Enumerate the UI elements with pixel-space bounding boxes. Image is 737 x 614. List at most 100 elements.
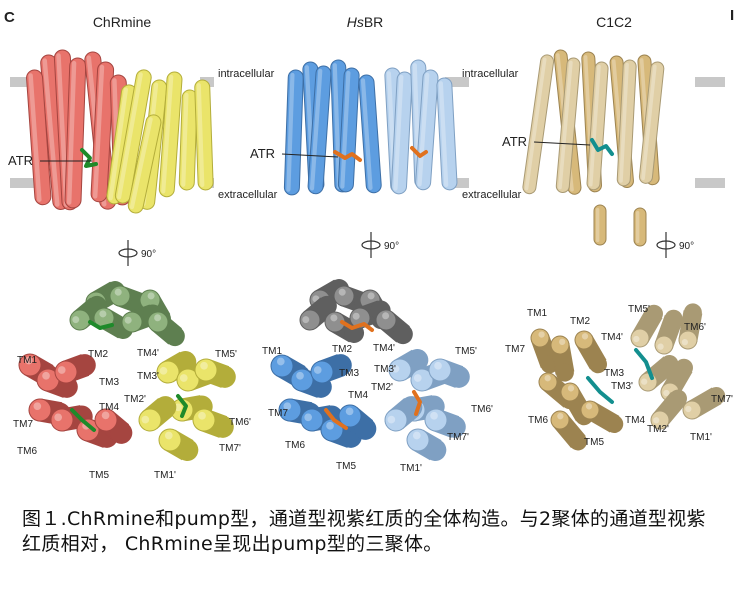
side-helix [436,77,458,191]
tm-label: TM7 [13,419,33,430]
side-helix [194,79,214,191]
side-helix [178,89,198,191]
tm-label: TM5 [584,437,604,448]
tm-label: TM6' [471,404,493,415]
tm-label: TM7 [505,344,525,355]
side-helix [158,71,183,198]
extracellular-label-2: extracellular [462,189,522,201]
tm-label: TM4 [99,402,119,413]
side-helix [522,54,555,195]
intracellular-label-1: intracellular [218,68,275,80]
top-helix [550,335,575,382]
side-helix [586,61,609,191]
atr-label-c1c2: ATR [502,134,527,149]
panel-letter: C [4,9,15,26]
atr-pointer-hsbr [281,153,339,158]
tm-label: TM5' [628,304,650,315]
retinal-stick [80,148,98,168]
retinal-stick [324,408,348,430]
tm-label: TM6 [285,440,305,451]
side-helix [638,61,665,184]
side-helix [391,71,413,195]
tm-label: TM2 [570,316,590,327]
tm-label: TM4' [137,348,159,359]
retinal-stick [586,376,614,404]
side-helix [616,59,637,187]
tm-label: TM5' [455,346,477,357]
tm-label: TM1 [527,308,547,319]
tm-label: TM6' [684,322,706,333]
rotation-marker-chrmine: 90° [118,240,156,266]
retinal-stick [340,320,374,332]
top-helix [194,358,236,388]
side-helix [633,207,647,247]
top-helix [574,330,607,374]
figure-caption: 图１.ChRmine和pump型，通道型视紫红质的全体构造。与2聚体的通道型视紫… [22,508,706,555]
tm-label: TM2 [88,349,108,360]
intracellular-label-2: intracellular [462,68,519,80]
tm-label: TM3 [339,368,359,379]
top-helix [580,400,624,433]
atr-label-chrmine: ATR [8,153,33,168]
atr-pointer-c1c2 [533,141,591,146]
side-helix [593,204,607,246]
extracellular-membrane-bar [695,178,725,188]
extracellular-membrane-bar [10,178,36,188]
side-helix [127,114,162,214]
retinal-stick [333,150,362,162]
top-helix [530,328,559,374]
tm-label: TM2' [371,382,393,393]
title-c1c2: C1C2 [596,14,632,30]
top-helix [94,408,133,444]
tm-label: TM1 [262,346,282,357]
rotation-label-hsbr: 90° [384,241,399,252]
intracellular-membrane-bar [10,77,36,87]
tm-labels-hsbr: TM1 TM2 TM3 TM4 TM5 TM6 TM7 TM1' TM2' TM… [262,343,493,474]
top-helix [147,311,185,347]
side-helix [415,69,439,191]
helix-layer [18,49,726,461]
tm-label: TM5 [89,470,109,481]
side-helix [555,57,581,194]
tm-label: TM4' [373,343,395,354]
tm-label: TM6' [229,417,251,428]
tm-label: TM1' [154,470,176,481]
tm-label: TM5' [215,349,237,360]
rotation-label-chrmine: 90° [141,249,156,260]
tm-label: TM3 [99,377,119,388]
intracellular-membrane-bar [695,77,725,87]
top-helix [678,303,703,350]
tm-label: TM7' [219,443,241,454]
retinal-stick [410,146,428,158]
tm-label: TM2' [647,424,669,435]
top-helix [550,410,587,451]
side-helix [26,69,52,206]
title-chrmine: ChRmine [93,14,152,30]
retinal-stick [70,408,96,432]
rotation-label-c1c2: 90° [679,241,694,252]
side-helix [337,67,360,193]
retinal-stick [176,394,188,418]
top-helix [424,408,466,438]
tm-label: TM3' [137,371,159,382]
retinal-stick [412,390,422,416]
structure-figure: C I ChRmine HsBR C1C2 intracellular extr… [4,7,734,481]
tm-label: TM2 [332,344,352,355]
title-hsbr: HsBR [347,14,384,30]
tm-label: TM2' [124,394,146,405]
tm-label: TM7 [268,408,288,419]
tm-label: TM1' [690,432,712,443]
rotation-marker-hsbr: 90° [361,232,399,258]
tm-label: TM7' [447,432,469,443]
top-helix [660,358,693,402]
top-helix [54,354,96,384]
top-helix [630,304,663,348]
atr-label-hsbr: ATR [250,146,275,161]
tm-label: TM1' [400,463,422,474]
top-helix [682,387,726,420]
top-helix [192,408,234,438]
retinal-stick [590,138,614,156]
top-helix [375,309,413,345]
side-helix [358,74,382,194]
